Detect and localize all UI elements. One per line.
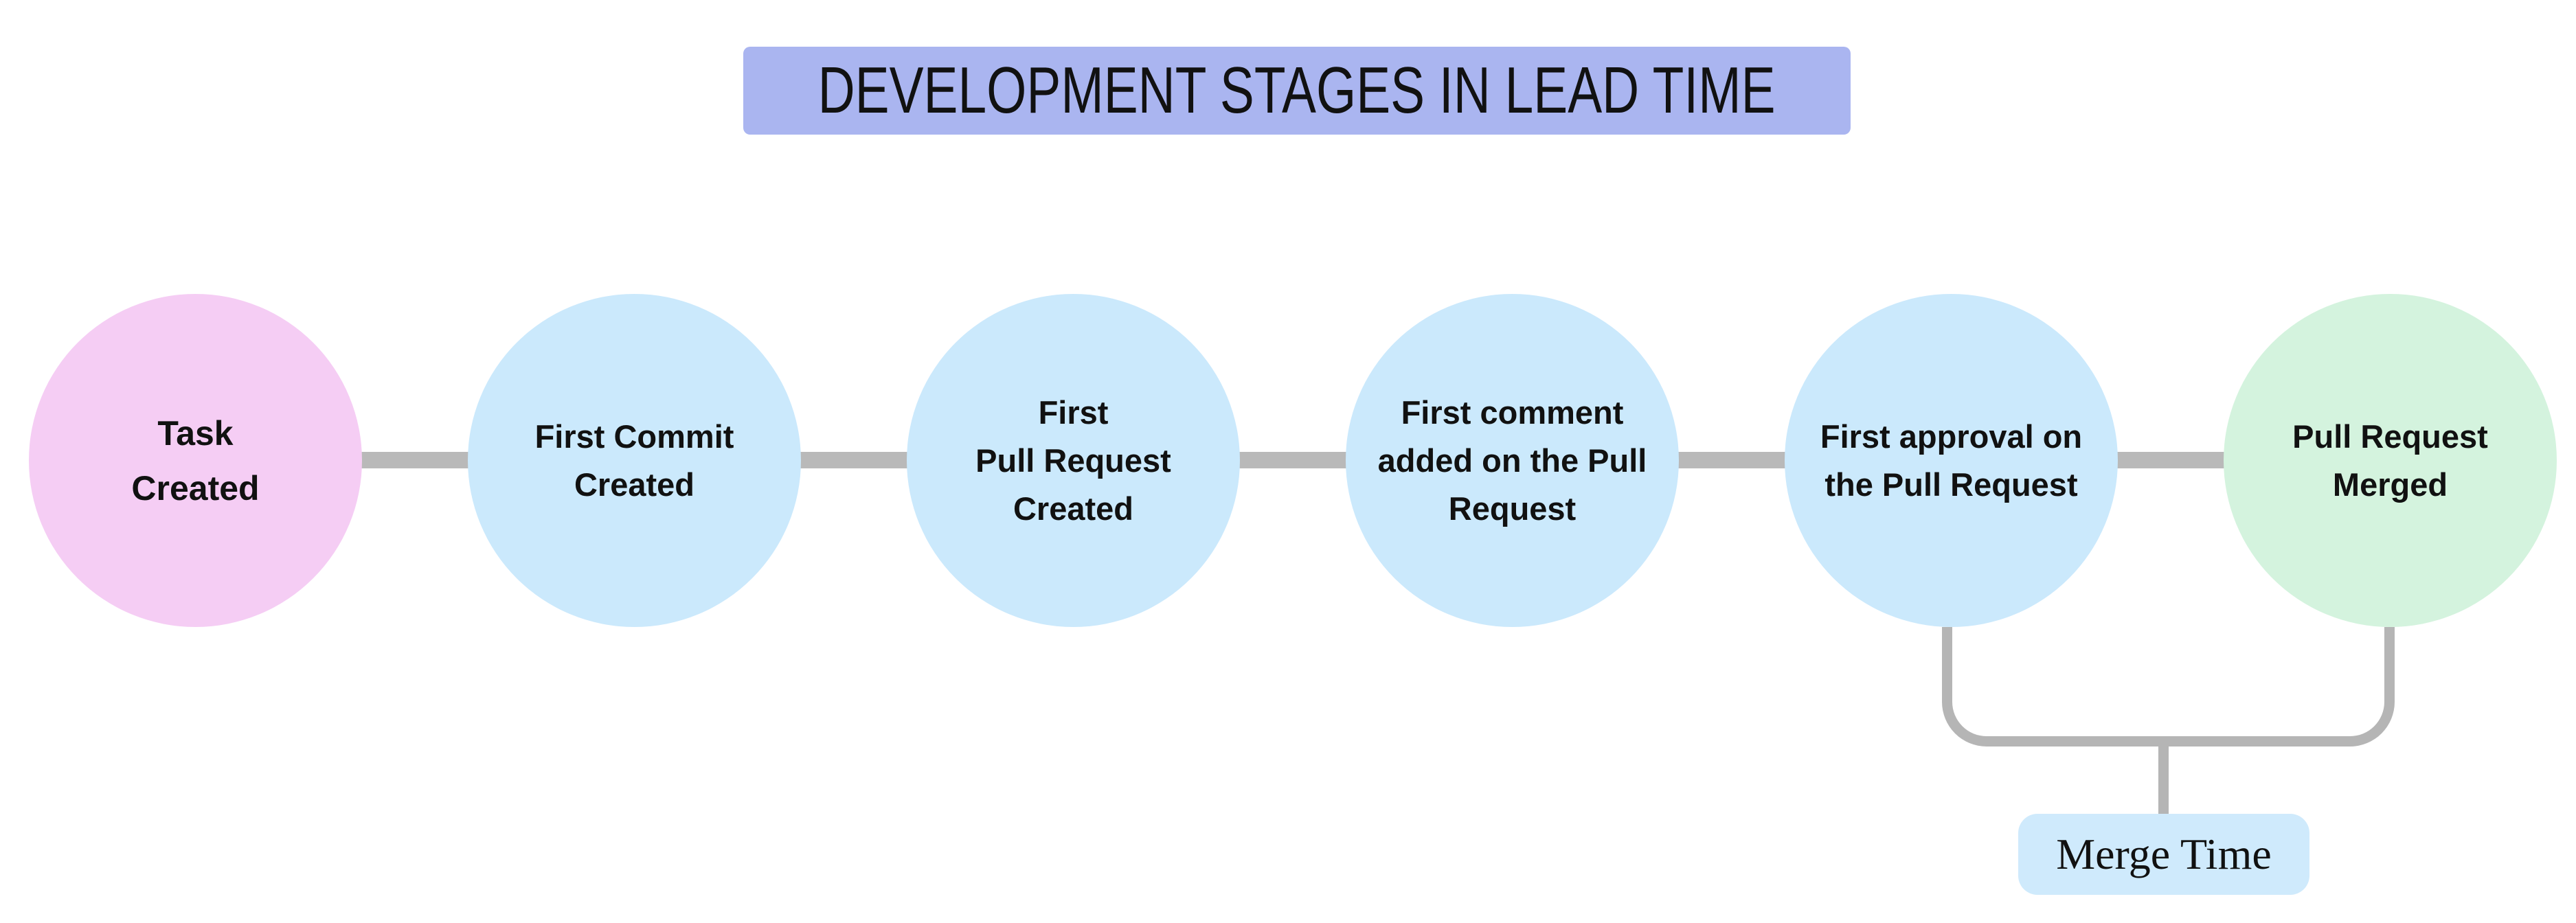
stage-circle-first-approval: First approval on the Pull Request	[1785, 294, 2118, 627]
merge-time-bracket-stem	[2158, 747, 2169, 814]
stage-label: Task Created	[131, 413, 260, 508]
stage-circle-task-created: Task Created	[29, 294, 362, 627]
stage-circle-first-comment: First comment added on the Pull Request	[1346, 294, 1679, 627]
stage-label: First comment added on the Pull Request	[1377, 394, 1647, 527]
stage-circle-first-pull-request: First Pull Request Created	[907, 294, 1240, 627]
stage-circle-pull-request-merged: Pull Request Merged	[2224, 294, 2557, 627]
merge-time-bracket	[1942, 627, 2395, 747]
merge-time-label-box: Merge Time	[2018, 814, 2309, 895]
merge-time-label: Merge Time	[2056, 830, 2272, 878]
diagram-title: DEVELOPMENT STAGES IN LEAD TIME	[818, 54, 1776, 127]
stage-label: First Commit Created	[534, 418, 734, 503]
diagram-title-box: DEVELOPMENT STAGES IN LEAD TIME	[743, 47, 1851, 135]
stage-label: First Pull Request Created	[975, 394, 1171, 527]
stage-circle-first-commit: First Commit Created	[468, 294, 801, 627]
stage-label: First approval on the Pull Request	[1820, 418, 2083, 503]
stage-label: Pull Request Merged	[2292, 418, 2488, 503]
